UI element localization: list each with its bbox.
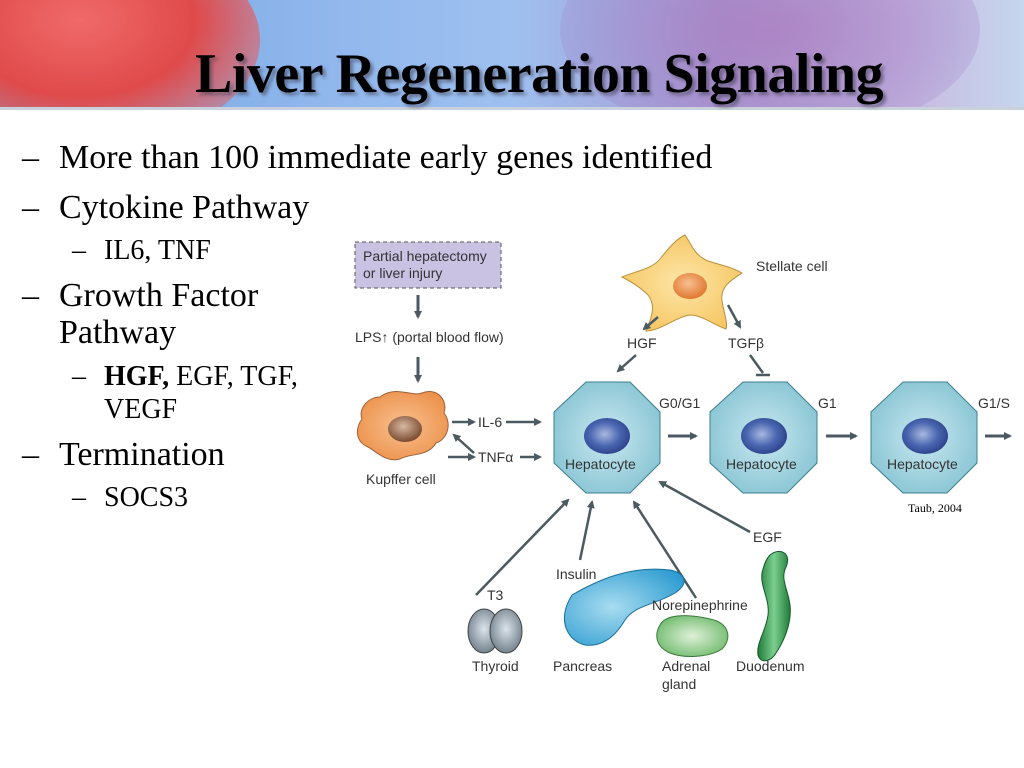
hgf-label: HGF [627, 335, 657, 351]
hgf-bold-text: HGF, [104, 361, 170, 392]
sub-bullet-dash: – [72, 361, 86, 392]
hepatocyte-3-label: Hepatocyte [887, 456, 958, 472]
bullet-cytokine-pathway: Cytokine Pathway [59, 189, 310, 226]
insulin-label: Insulin [556, 566, 597, 582]
hepatocyte-1-label: Hepatocyte [565, 456, 636, 472]
arrow-t3-to-hepatocyte [475, 498, 570, 596]
arrow-stellate-hgf [642, 316, 659, 331]
bullet-dash: – [22, 189, 39, 226]
hepatocyte-2-nucleus [741, 418, 787, 454]
egf-label: EGF [753, 529, 782, 545]
bullet-termination: Termination [59, 436, 225, 473]
lps-label: LPS↑ (portal blood flow) [355, 329, 504, 345]
sub-bullet-dash: – [72, 482, 86, 513]
liver-background-image [0, 0, 260, 110]
hepatocyte-3-phase: G1/S [978, 395, 1010, 411]
sub-bullet-growth-factors-line1: HGF, EGF, TGF, [104, 362, 298, 392]
injury-box [354, 241, 502, 289]
kupffer-nucleus [388, 416, 422, 442]
thyroid-label: Thyroid [472, 658, 519, 674]
bullet-growth-factor-line1: Growth Factor [59, 277, 259, 314]
arrow-insulin-to-hepatocyte [578, 500, 595, 561]
organ-background-image [560, 0, 980, 110]
hepatocyte-1-nucleus [584, 418, 630, 454]
bullet-dash: – [22, 436, 39, 473]
slide-header-banner [0, 0, 1024, 110]
bullet-dash: – [22, 277, 39, 314]
il6-label: IL-6 [478, 414, 503, 430]
t3-label: T3 [487, 587, 504, 603]
arrow-stellate-tgfb [726, 304, 742, 329]
sub-bullet-il6-tnf: IL6, TNF [104, 235, 211, 266]
bullet-dash: – [22, 139, 39, 176]
liver-regeneration-diagram: Partial hepatectomy or liver injury LPS↑… [340, 225, 1024, 705]
citation: Taub, 2004 [908, 501, 962, 515]
arrow-norepinephrine-to-hepatocyte [632, 500, 698, 599]
bullet-growth-factor-line2: Pathway [59, 314, 177, 351]
slide-title: Liver Regeneration Signaling [195, 43, 884, 105]
bullet-immediate-early-genes: More than 100 immediate early genes iden… [59, 139, 713, 176]
injury-box-label-line2: or liver injury [363, 265, 443, 281]
tnf-alpha-label: TNFα [478, 449, 514, 465]
stellate-nucleus [673, 273, 707, 299]
stellate-cell-label: Stellate cell [756, 258, 828, 274]
duodenum-shape [757, 551, 791, 662]
injury-box-label-line1: Partial hepatectomy [363, 248, 487, 264]
pancreas-shape [563, 568, 685, 646]
tgf-beta-label: TGFβ [728, 335, 765, 351]
inhibit-tgfb-line [748, 354, 765, 374]
duodenum-label: Duodenum [736, 658, 805, 674]
arrow-hgf-to-hepatocyte [616, 354, 637, 373]
hepatocyte-3-nucleus [902, 418, 948, 454]
arrow-tnf-feedback [452, 433, 475, 454]
adrenal-gland-shape [656, 615, 729, 657]
hepatocyte-2-label: Hepatocyte [726, 456, 797, 472]
adrenal-label-line1: Adrenal [662, 658, 711, 674]
pancreas-label: Pancreas [553, 658, 613, 674]
growth-factor-rest: EGF, TGF, [169, 361, 298, 392]
kupffer-cell-label: Kupffer cell [366, 471, 436, 487]
diagram-graphics [354, 234, 1012, 662]
sub-bullet-socs3: SOCS3 [104, 482, 189, 513]
arrow-egf-to-hepatocyte [658, 480, 751, 534]
thyroid-right-lobe [489, 608, 523, 654]
adrenal-label-line2: gland [662, 676, 697, 692]
sub-bullet-growth-factors-line2: VEGF [104, 394, 178, 425]
header-divider [0, 107, 1024, 110]
norepinephrine-label: Norepinephrine [652, 597, 748, 613]
hepatocyte-2-phase: G1 [818, 395, 837, 411]
sub-bullet-dash: – [72, 235, 86, 266]
hepatocyte-1-phase: G0/G1 [659, 395, 701, 411]
